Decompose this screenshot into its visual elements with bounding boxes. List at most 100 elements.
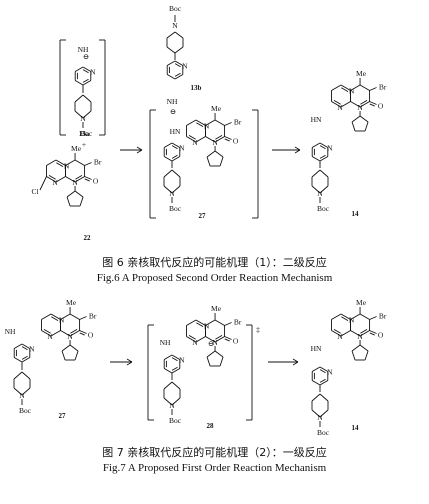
double-bond — [196, 122, 204, 127]
double-bond — [51, 316, 59, 321]
ring-bond — [186, 319, 197, 326]
pyridine-n-atom: N — [179, 144, 185, 153]
bromo-label: Br — [379, 83, 387, 92]
ring-bond — [79, 196, 84, 207]
double-bond — [215, 335, 223, 340]
bond-lines — [13, 15, 377, 427]
fig7-caption-cn: 图 7 亲核取代反应的可能机理（2）：一级反应 — [102, 446, 327, 459]
ring-bond — [61, 344, 71, 352]
nh-label: NH — [160, 338, 171, 347]
boc-label: Boc — [80, 129, 93, 138]
ring-bond — [82, 94, 92, 103]
nh-label: HN — [311, 344, 322, 353]
double-bond — [84, 178, 90, 182]
double-bond — [341, 87, 349, 92]
chloro-label: Cl — [31, 187, 38, 196]
ring-bond — [214, 150, 224, 158]
fig6-caption-en: Fig.6 A Proposed Second Order Reaction M… — [96, 272, 333, 284]
nh-label: NH — [78, 45, 89, 54]
double-bond — [188, 135, 196, 140]
ring-bond — [311, 380, 321, 386]
double-bond — [333, 329, 341, 334]
double-bond — [79, 332, 85, 336]
bromo-bond — [84, 162, 92, 166]
double-bond — [174, 63, 181, 68]
bond — [171, 354, 181, 360]
ring-bond — [206, 156, 211, 167]
bond — [359, 101, 370, 108]
atom-labels: NH⊖NNBoc13a+NNMeBrONCl22BocNN13bNH⊖NNMeB… — [5, 4, 387, 437]
ring-bond — [351, 344, 361, 352]
ring-bond — [166, 60, 176, 66]
arrow-head — [136, 149, 143, 154]
double-bond — [171, 145, 178, 150]
ring-bond — [311, 185, 321, 194]
piperazine-n-atom: N — [317, 189, 323, 198]
ring-bond — [166, 74, 176, 80]
nh-label: HN — [311, 115, 322, 124]
arrow-head — [294, 146, 301, 151]
ring-bond — [331, 84, 342, 91]
double-bond — [341, 316, 349, 321]
double-bond — [171, 357, 178, 362]
pyridine-n-atom: N — [182, 62, 188, 71]
arrow-head — [136, 146, 143, 151]
double-bond — [171, 154, 178, 159]
ring-bond — [74, 190, 84, 198]
ring-bond — [319, 185, 329, 194]
ring-bond — [13, 387, 23, 396]
ring-bond — [350, 101, 361, 108]
ring-bond — [163, 142, 173, 148]
bond — [319, 380, 329, 386]
carbonyl-o-label: O — [233, 137, 239, 146]
bond — [21, 343, 31, 349]
carbonyl-o-label: O — [378, 331, 384, 340]
pyridine-n-atom: N — [29, 345, 35, 354]
double-bond — [224, 338, 230, 342]
double-bond — [188, 335, 196, 340]
ring-bond — [50, 330, 61, 337]
ring-bond — [205, 136, 216, 143]
bromo-label: Br — [234, 118, 242, 127]
methyl-label: Me — [356, 298, 367, 307]
ring-bond — [195, 136, 206, 143]
methyl-label: Me — [211, 304, 222, 313]
compound-14-label: 14 — [352, 424, 360, 432]
boc-label: Boc — [317, 428, 330, 437]
methyl-label: Me — [66, 298, 77, 307]
ring-bond — [340, 101, 351, 108]
ring-bond — [60, 313, 71, 320]
double-bond — [82, 69, 89, 74]
double-bond — [21, 355, 28, 360]
ring-bond — [351, 350, 356, 361]
ring-bond — [205, 319, 216, 326]
methyl-label: Me — [211, 104, 222, 113]
bond — [195, 119, 206, 126]
ring-bond — [41, 313, 52, 320]
bond — [224, 136, 232, 140]
ring-bond — [359, 344, 369, 352]
core-n-atom: N — [192, 138, 198, 147]
ring-bond — [66, 190, 76, 198]
bond — [369, 101, 377, 105]
ring-bond — [163, 185, 173, 194]
double-bond — [360, 100, 368, 105]
ring-bond — [13, 357, 23, 363]
bond — [214, 136, 225, 143]
core-n-atom: N — [337, 103, 343, 112]
double-bond — [319, 145, 326, 150]
ring-bond — [319, 393, 329, 402]
ring-bond — [21, 371, 31, 380]
piperazine-n-atom: N — [169, 401, 175, 410]
bond — [340, 313, 351, 320]
ring-bond — [171, 169, 181, 178]
bond — [55, 159, 66, 166]
core-n-atom: N — [337, 332, 343, 341]
ring-bond — [359, 115, 369, 123]
boc-label: Boc — [169, 416, 182, 425]
anion-charge: ⊖ — [83, 52, 89, 61]
ring-bond — [340, 330, 351, 337]
bond — [82, 66, 92, 72]
ring-bond — [74, 159, 85, 166]
anion-charge: ⊖ — [170, 107, 176, 116]
